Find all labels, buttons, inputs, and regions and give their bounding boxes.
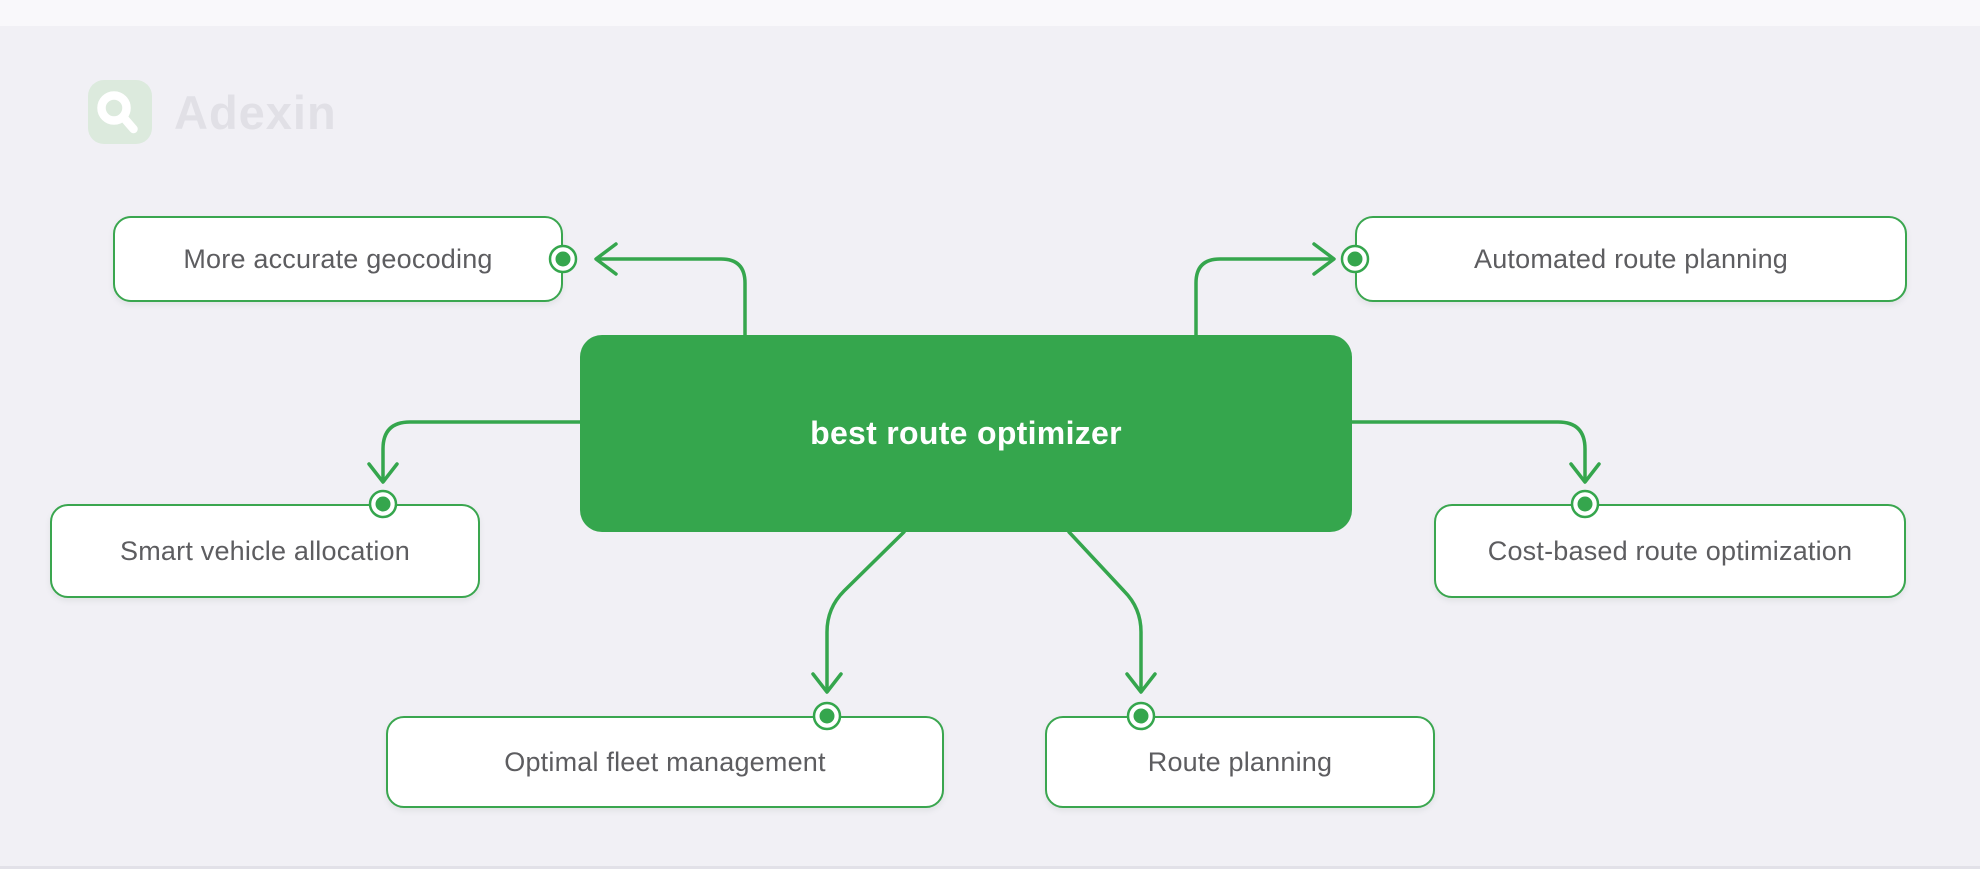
adexin-a-glyph (97, 91, 138, 134)
arrowhead-down-icon (1569, 462, 1601, 484)
node-optimal-fleet-management: Optimal fleet management (386, 716, 944, 808)
top-strip (0, 0, 1980, 26)
connector-optimal-fleet-management (811, 530, 906, 694)
center-node-best-route-optimizer: best route optimizer (580, 335, 1352, 532)
arrowhead-left-icon (594, 242, 618, 276)
arrowhead-down-icon (367, 462, 399, 484)
connector-automated-route-planning (1194, 242, 1336, 337)
node-label: Cost-based route optimization (1487, 535, 1853, 566)
center-node-label: best route optimizer (810, 415, 1122, 451)
node-label: Route planning (1147, 746, 1333, 777)
arrowhead-down-icon (1125, 672, 1157, 694)
node-label: Optimal fleet management (504, 746, 826, 777)
node-route-planning: Route planning (1045, 716, 1435, 808)
connector-route-planning (1067, 530, 1157, 694)
node-label: More accurate geocoding (183, 243, 493, 274)
brand-logo: Adexin (88, 80, 337, 144)
connector-smart-vehicle-allocation (367, 420, 582, 484)
arrowhead-right-icon (1312, 242, 1336, 276)
adexin-logo-icon (88, 80, 152, 144)
connector-more-accurate-geocoding (594, 242, 747, 337)
connector-cost-based-route-optimization (1350, 420, 1601, 484)
node-cost-based-route-optimization: Cost-based route optimization (1434, 504, 1906, 598)
node-automated-route-planning: Automated route planning (1355, 216, 1907, 302)
node-label: Smart vehicle allocation (120, 535, 410, 566)
brand-name: Adexin (174, 85, 337, 139)
node-label: Automated route planning (1473, 243, 1789, 274)
node-more-accurate-geocoding: More accurate geocoding (113, 216, 563, 302)
node-smart-vehicle-allocation: Smart vehicle allocation (50, 504, 480, 598)
arrowhead-down-icon (811, 672, 843, 694)
